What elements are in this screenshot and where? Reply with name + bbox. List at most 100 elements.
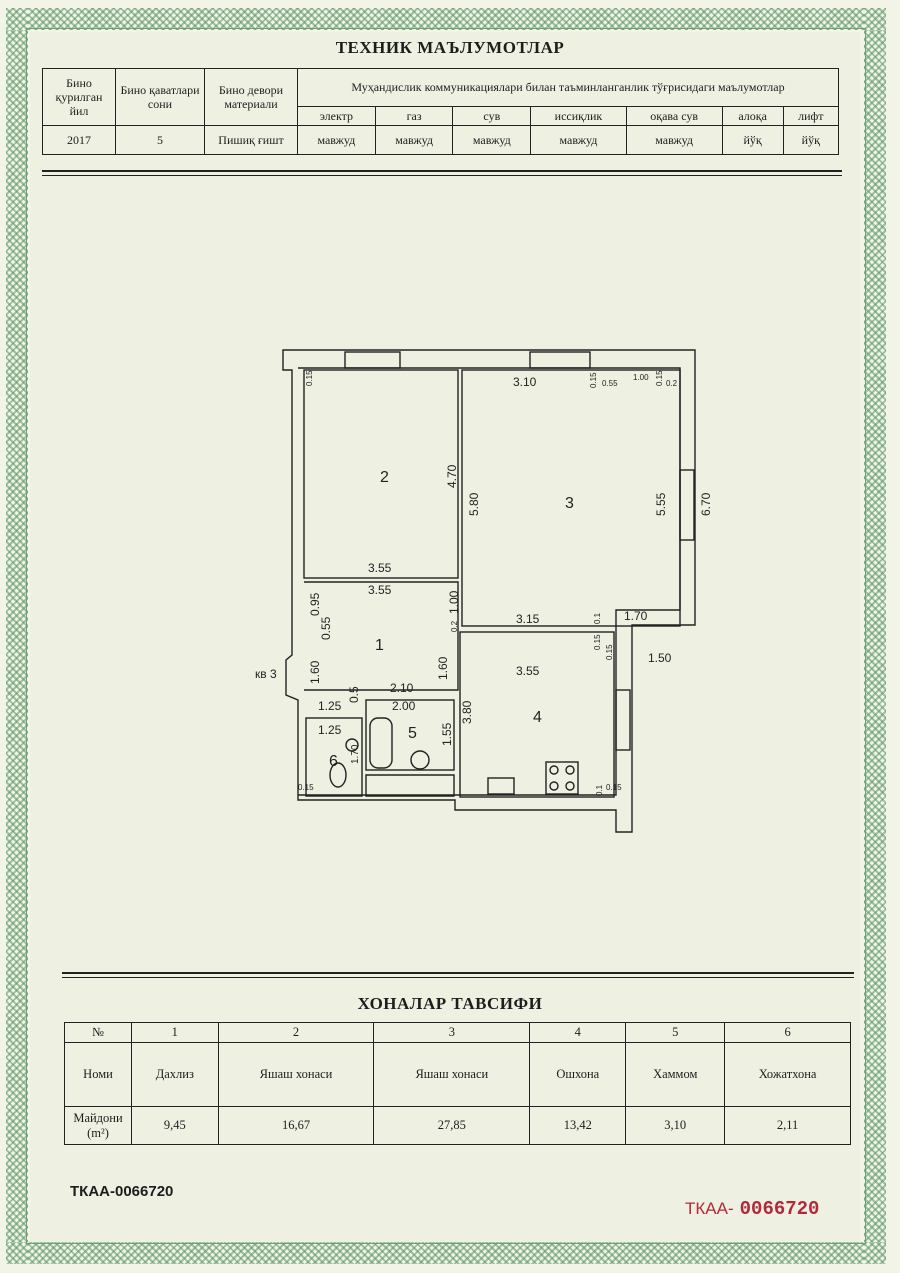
dim-170b: 1.70 bbox=[350, 744, 361, 764]
room-number-5: 5 bbox=[408, 725, 417, 742]
room-name-4: Ошхона bbox=[529, 1042, 627, 1107]
dim-580: 5.80 bbox=[467, 492, 481, 516]
bath-ledge bbox=[365, 774, 455, 797]
room-4-outline bbox=[459, 631, 615, 798]
dim-055b: 0.55 bbox=[319, 616, 333, 640]
room-name-6: Хожатхона bbox=[724, 1042, 851, 1107]
room-area-2: 16,67 bbox=[217, 1106, 375, 1145]
stove-burner-1 bbox=[549, 765, 559, 775]
dim-095: 0.95 bbox=[308, 592, 322, 616]
dim-05: 0.5 bbox=[347, 686, 361, 703]
room-no-6: 6 bbox=[724, 1022, 851, 1043]
value-floors: 5 bbox=[115, 125, 205, 155]
rooms-title: ХОНАЛАР ТАВСИФИ bbox=[357, 994, 543, 1013]
dim-200: 2.00 bbox=[392, 699, 416, 713]
utility-heating: иссиқлик bbox=[530, 105, 627, 127]
value-heating: мавжуд bbox=[530, 125, 627, 155]
room-no-1: 1 bbox=[131, 1022, 219, 1043]
value-material: Пишиқ ғишт bbox=[204, 125, 298, 155]
window-room-3 bbox=[529, 351, 591, 369]
dim-02b: 0.2 bbox=[450, 620, 459, 632]
dim-125a: 1.25 bbox=[318, 699, 342, 713]
entrance-label: кв 3 bbox=[255, 667, 277, 681]
utility-telecom: алоқа bbox=[721, 105, 784, 127]
divider-bottom-thin bbox=[62, 977, 854, 978]
utility-elevator: лифт bbox=[782, 105, 840, 127]
dim-015b: 0.15 bbox=[589, 372, 598, 388]
value-elevator: йўқ bbox=[782, 125, 840, 155]
dim-355c: 3.55 bbox=[516, 664, 540, 678]
header-material: Бино девори материали bbox=[204, 68, 298, 126]
rooms-table: № 1 2 3 4 5 6 Номи Дахлиз Яшаш хонаси Яш… bbox=[64, 1022, 851, 1145]
stove-burner-2 bbox=[565, 765, 575, 775]
serial-prefix: ТКАА- bbox=[685, 1199, 734, 1218]
room-area-6: 2,11 bbox=[724, 1106, 851, 1145]
room-name-3: Яшаш хонаси bbox=[373, 1042, 531, 1107]
stove-burner-3 bbox=[549, 781, 559, 791]
dim-015g: 0.15 bbox=[606, 783, 622, 792]
tech-title: ТЕХНИК МАЪЛУМОТЛАР bbox=[335, 38, 565, 57]
dim-170a: 1.70 bbox=[624, 609, 648, 623]
dim-555: 5.55 bbox=[654, 492, 668, 516]
room-name-5: Хаммом bbox=[625, 1042, 726, 1107]
dim-01a: 0.1 bbox=[593, 612, 602, 624]
room-name-2: Яшаш хонаси bbox=[217, 1042, 375, 1107]
value-sewer: мавжуд bbox=[625, 125, 723, 155]
dim-015f: 0.15 bbox=[298, 783, 314, 792]
dim-155: 1.55 bbox=[440, 722, 454, 746]
room-number-2: 2 bbox=[380, 469, 389, 486]
window-room-3-side bbox=[679, 469, 695, 541]
room-area-4: 13,42 bbox=[529, 1106, 627, 1145]
dim-150: 1.50 bbox=[648, 651, 672, 665]
dim-380: 3.80 bbox=[460, 700, 474, 724]
rooms-header-area: Майдони (m²) bbox=[64, 1106, 132, 1145]
dim-355b: 3.55 bbox=[368, 583, 392, 597]
inner-wall-line bbox=[298, 367, 681, 796]
room-no-4: 4 bbox=[529, 1022, 627, 1043]
tech-table: Бино қурилган йил Бино қаватлари сони Би… bbox=[42, 68, 840, 155]
divider-top-thin bbox=[42, 175, 842, 176]
header-engineering: Муҳандислик коммуникациялари билан таъми… bbox=[297, 68, 839, 107]
bathtub bbox=[369, 717, 393, 769]
dim-055a: 0.55 bbox=[602, 379, 618, 388]
room-5-outline bbox=[365, 699, 455, 771]
dim-210: 2.10 bbox=[390, 681, 414, 695]
room-area-5: 3,10 bbox=[625, 1106, 726, 1145]
room-number-4: 4 bbox=[533, 709, 542, 726]
toilet bbox=[329, 762, 347, 788]
inner-border-line bbox=[26, 28, 866, 1244]
toilet-sink bbox=[345, 738, 359, 752]
dim-02: 0.2 bbox=[666, 379, 678, 388]
stove bbox=[545, 761, 579, 795]
utility-sewer: оқава сув bbox=[625, 105, 723, 127]
header-floors: Бино қаватлари сони bbox=[115, 68, 205, 126]
outer-wall bbox=[282, 349, 696, 833]
value-electric: мавжуд bbox=[297, 125, 376, 155]
dim-100b: 1.00 bbox=[447, 590, 461, 614]
room-number-1: 1 bbox=[375, 637, 384, 654]
header-year: Бино қурилган йил bbox=[42, 68, 116, 126]
value-year: 2017 bbox=[42, 125, 116, 155]
dim-015d: 0.15 bbox=[593, 634, 602, 650]
room-number-3: 3 bbox=[565, 495, 574, 512]
room-number-6: 6 bbox=[329, 753, 338, 770]
dim-015c: 0.15 bbox=[655, 370, 664, 386]
serial-number-stamp: ТКАА-0066720 bbox=[685, 1198, 819, 1220]
room-2-outline bbox=[303, 369, 459, 579]
dim-315: 3.15 bbox=[516, 612, 540, 626]
stove-burner-4 bbox=[565, 781, 575, 791]
room-1-outline bbox=[304, 581, 459, 691]
dim-310: 3.10 bbox=[513, 375, 537, 389]
rooms-header-no: № bbox=[64, 1022, 132, 1043]
dim-160a: 1.60 bbox=[308, 660, 322, 684]
dim-01b: 0.1 bbox=[595, 784, 604, 796]
kitchen-sink bbox=[487, 777, 515, 795]
room-area-3: 27,85 bbox=[373, 1106, 531, 1145]
utility-electric: электр bbox=[297, 105, 376, 127]
room-name-1: Дахлиз bbox=[131, 1042, 219, 1107]
divider-top bbox=[42, 170, 842, 172]
dim-100a: 1.00 bbox=[633, 373, 649, 382]
window-room-2 bbox=[344, 351, 401, 369]
value-gas: мавжуд bbox=[374, 125, 454, 155]
